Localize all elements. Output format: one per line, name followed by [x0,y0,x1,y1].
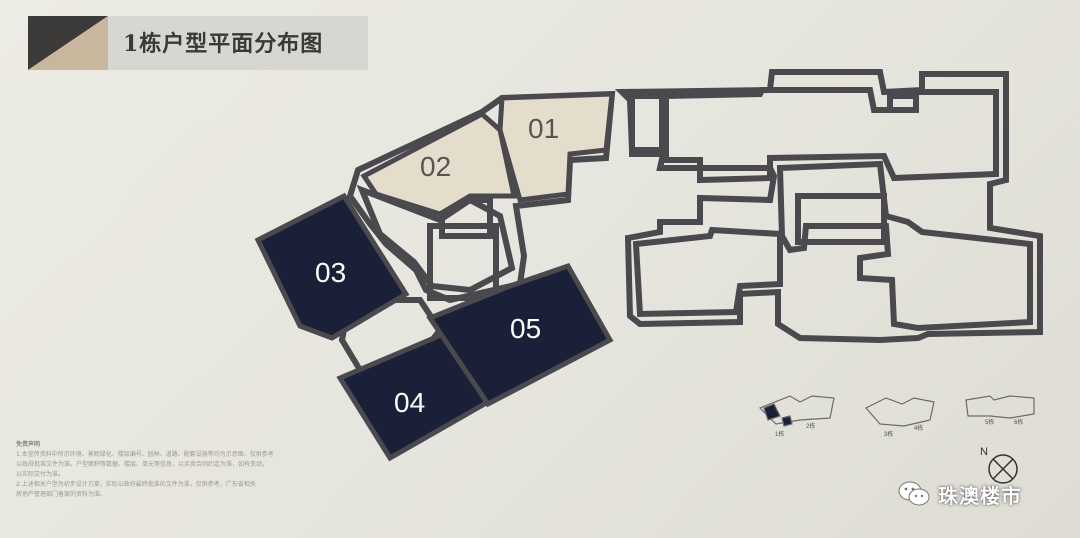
unit-03 [254,192,410,341]
disclaimer-line: 房地产管理部门备案的资料为准。 [16,491,107,498]
neighbor-buildings [614,69,1043,344]
title-logo-icon [28,16,108,70]
unit-02 [360,110,518,217]
unit-05 [426,262,614,408]
unit-label-04: 04 [394,387,425,418]
title-banner: 1栋户型平面分布图 [28,16,368,70]
unit-label-02: 02 [420,151,451,182]
unit-label-03: 03 [315,257,346,288]
disclaimer-line: 以实际交付为准。 [16,471,65,478]
key-label-2: 2栋 [806,422,815,430]
unit-label-01: 01 [528,113,559,144]
key-plan-buildings-1-2 [758,395,835,427]
watermark: 珠澳楼市 [898,476,1022,512]
disclaimer-title: 免责声明 [16,441,41,448]
disclaimer-line: 1.本宣传资料中所示环境、景观绿化、楼层编号、园林、道路、配套设施等均为示意图，… [16,451,274,458]
wechat-icon [898,481,930,506]
key-plan-buildings-5-6 [965,395,1035,419]
unit-label-05: 05 [510,313,541,344]
key-label-3: 3栋 [884,430,893,438]
compass-north-label: N [980,446,988,458]
key-label-6: 6栋 [1014,418,1023,426]
key-plan-buildings-3-4 [865,397,935,427]
key-label-1: 1栋 [775,430,784,438]
key-label-4: 4栋 [914,424,923,432]
watermark-text: 珠澳楼市 [938,483,1022,508]
page-title: 1栋户型平面分布图 [123,31,324,57]
key-label-5: 5栋 [985,418,994,426]
disclaimer-line: 以政府批准文件为准。户型面积等数据、楼层、单元等信息，以买卖合同约定为准，如有变… [16,461,269,468]
unit-01 [497,91,615,203]
disclaimer: 免责声明 1.本宣传资料中所示环境、景观绿化、楼层编号、园林、道路、配套设施等均… [16,440,336,500]
disclaimer-line: 2.上述相关户型为初步设计方案，实际以政府最终批准的文件为准，仅供参考，广东省相… [16,481,256,488]
compass-icon [988,454,1018,484]
key-plan: 1栋 2栋 3栋 4栋 5栋 6栋 [758,395,1035,438]
compass: N [972,446,1032,486]
